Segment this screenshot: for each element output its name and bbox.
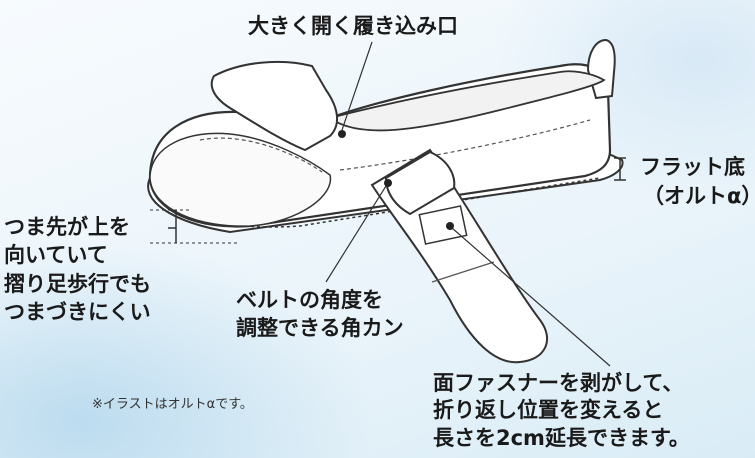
leader-belt: [325, 185, 387, 283]
velcro-line: 面ファスナーを剥がして、: [433, 371, 684, 395]
flat-sole-label: フラット底: [640, 155, 745, 179]
leader-velcro: [451, 227, 611, 367]
shoe-opening: [327, 70, 606, 132]
strap-fold-line: [431, 261, 495, 283]
open-flap: [210, 60, 338, 152]
leader-opening: [341, 41, 373, 131]
buckle-dot: [384, 179, 392, 187]
toe-up-line: 摺り足歩行でも: [4, 271, 151, 296]
belt-angle-line: ベルトの角度を: [236, 288, 383, 312]
illustration-note: ※イラストはオルトαです。: [92, 397, 253, 412]
velcro-extension-label: 面ファスナーを剥がして、 折り返し位置を変えると 長さを2cm延長できます。: [433, 370, 690, 452]
velcro-patch: [418, 205, 468, 245]
belt-angle-line: 調整できる角カン: [236, 316, 404, 341]
toe-cap: [149, 132, 332, 227]
toe-up-line: 向いていて: [4, 243, 108, 268]
wide-opening-label: 大きく開く履き込み口: [248, 14, 458, 38]
flat-sole-model-label: （オルトα）: [643, 184, 755, 208]
belt-angle-label: ベルトの角度を 調整できる角カン: [236, 286, 404, 343]
stitching: [199, 137, 323, 173]
stitching: [339, 119, 591, 171]
toe-up-line: つま先が上を: [4, 215, 130, 239]
velcro-line: 長さを2cm延長できます。: [433, 425, 690, 450]
toe-up-line: つまづきにくい: [4, 300, 151, 325]
flap-dot: [338, 130, 346, 138]
velcro-line: 折り返し位置を変えると: [433, 398, 664, 423]
buckle: [384, 150, 456, 216]
toe-up-label: つま先が上を 向いていて 摺り足歩行でも つまづきにくい: [4, 213, 151, 326]
